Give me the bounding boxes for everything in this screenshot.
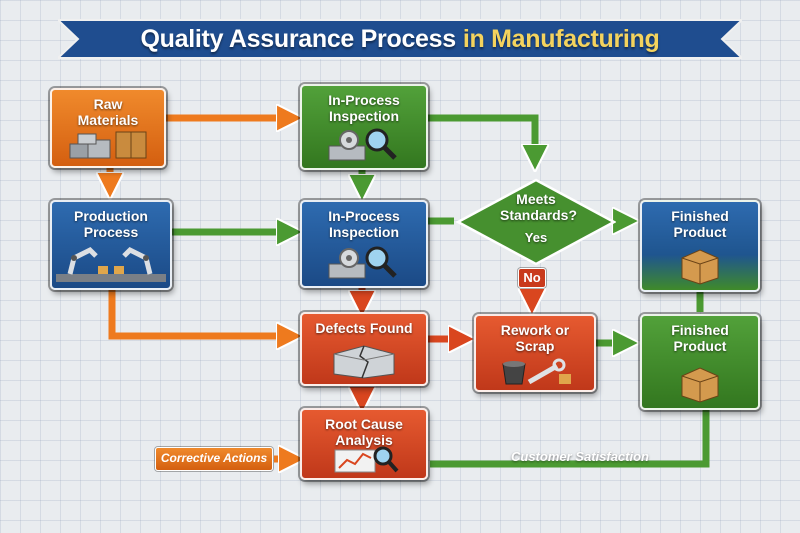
customer-satisfaction-label: Customer Satisfaction	[511, 449, 649, 464]
corrective-actions-tag: Corrective Actions	[155, 447, 273, 471]
node-in-process-inspection-2: In-Process Inspection	[300, 200, 428, 288]
node-label: Root Cause Analysis	[325, 416, 403, 448]
diagram-title: Quality Assurance Process in Manufacturi…	[58, 16, 742, 62]
node-finished-product-1: Finished Product	[640, 200, 760, 292]
arrow-customer-satisfaction	[430, 410, 710, 468]
title-banner: Quality Assurance Process in Manufacturi…	[58, 16, 742, 62]
node-defects-found: Defects Found	[300, 312, 428, 386]
gear-magnifier-icon	[302, 242, 426, 282]
arrow-production-to-defects	[108, 290, 290, 336]
gear-magnifier-icon	[302, 124, 426, 164]
cracked-block-icon	[302, 340, 426, 380]
node-in-process-inspection-1: In-Process Inspection	[300, 84, 428, 170]
arrow-inspection1-to-decision	[428, 114, 535, 158]
node-production-process: Production Process	[50, 200, 172, 290]
box-icon	[642, 246, 758, 286]
title-accent: in Manufacturing	[462, 24, 660, 53]
node-meets-standards-decision: Meets Standards? Yes	[456, 178, 616, 266]
chart-magnifier-icon	[302, 444, 426, 474]
node-label: Production Process	[74, 208, 148, 240]
raw-materials-icon	[52, 128, 164, 162]
wrench-bin-icon	[476, 358, 594, 386]
node-label: Finished Product	[671, 208, 729, 240]
node-raw-materials: Raw Materials	[50, 88, 166, 168]
node-label: Rework or Scrap	[500, 322, 570, 354]
node-root-cause-analysis: Root Cause Analysis	[300, 408, 428, 480]
decision-label: Meets Standards?	[500, 191, 578, 223]
node-label: In-Process Inspection	[328, 92, 400, 124]
decision-no-label: No	[518, 268, 546, 288]
decision-yes-label: Yes	[524, 230, 548, 245]
node-label: Defects Found	[315, 320, 413, 336]
node-label: Raw Materials	[77, 96, 139, 128]
robot-arm-icon	[52, 240, 170, 284]
node-rework-or-scrap: Rework or Scrap	[474, 314, 596, 392]
node-label: In-Process Inspection	[328, 208, 400, 240]
title-main: Quality Assurance Process	[140, 24, 457, 53]
node-label: Finished Product	[671, 322, 729, 354]
node-finished-product-2: Finished Product	[640, 314, 760, 410]
box-icon	[642, 364, 758, 404]
arrow-customer-satisfaction-head	[440, 448, 466, 457]
